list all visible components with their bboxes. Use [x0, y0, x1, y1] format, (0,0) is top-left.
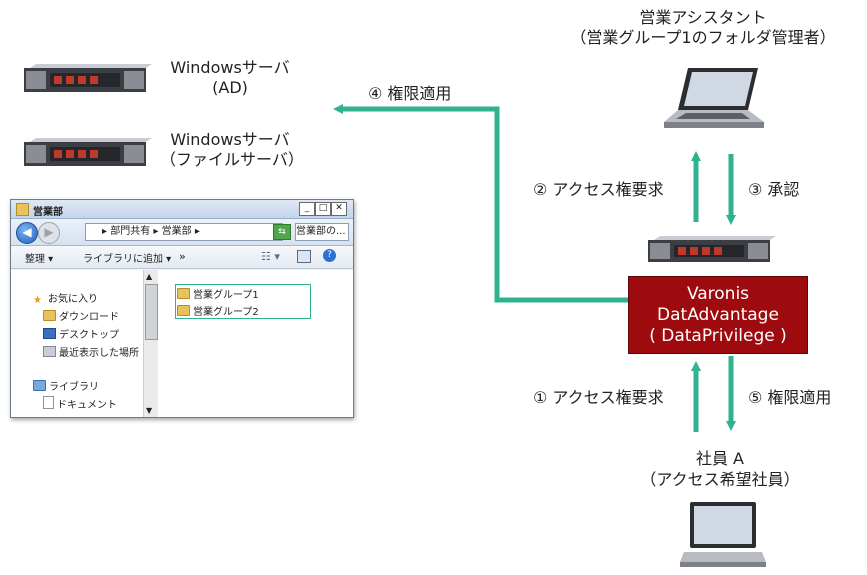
folder-icon — [16, 203, 29, 216]
employee-label: 社員 A （アクセス希望社員） — [600, 448, 840, 490]
file-server-icon — [24, 138, 152, 166]
address-path[interactable]: ▸ 部門共有 ▸ 営業部 ▸ — [85, 223, 283, 241]
explorer-title: 営業部 — [33, 207, 63, 218]
explorer-addressbar: ◀ ▶ ▸ 部門共有 ▸ 営業部 ▸ ⇆ 営業部の... — [11, 219, 353, 246]
scroll-thumb[interactable] — [145, 284, 158, 340]
explorer-titlebar: 営業部 _ □ ✕ — [11, 200, 353, 219]
step3-label: ③ 承認 — [748, 180, 800, 199]
employee-laptop-icon — [680, 502, 766, 567]
explorer-commandbar: 整理 ▾ ライブラリに追加 ▾ » ☷ ▾ ? — [11, 246, 353, 269]
employee-name: 社員 A — [695, 449, 745, 468]
folder-item[interactable]: 営業グループ2 — [177, 303, 259, 318]
view-icon[interactable]: ☷ ▾ — [261, 250, 280, 263]
organize-menu[interactable]: 整理 ▾ — [25, 254, 54, 265]
nav-scrollbar[interactable]: ▲ ▼ — [143, 270, 158, 417]
folder-item-label: 営業グループ2 — [193, 307, 259, 318]
file-server-role: （ファイルサーバ） — [160, 150, 304, 169]
path-sep-2: ▸ — [153, 226, 159, 237]
file-server-label: Windowsサーバ （ファイルサーバ） — [160, 130, 304, 170]
folder-item[interactable]: 営業グループ1 — [177, 286, 259, 301]
nav-recent-label: 最近表示した場所 — [59, 348, 139, 359]
step5-label: ⑤ 権限適用 — [748, 388, 832, 407]
star-icon: ★ — [33, 295, 42, 306]
scroll-down-arrow[interactable]: ▼ — [146, 406, 153, 415]
step1-label: ① アクセス権要求 — [533, 388, 664, 407]
path-root[interactable]: 部門共有 — [110, 226, 151, 237]
nav-libraries-label: ライブラリ — [49, 382, 99, 393]
downloads-folder-icon — [43, 310, 56, 321]
sales-assistant-title: 営業アシスタント — [639, 8, 767, 27]
ad-server-name: Windowsサーバ — [170, 58, 290, 77]
navigation-pane: ★ お気に入り ダウンロード デスクトップ 最近表示した場所 ライブラリ ドキュメ… — [11, 270, 144, 417]
step4-label: ④ 権限適用 — [368, 84, 452, 103]
ad-server-role: (AD) — [212, 78, 248, 97]
close-button[interactable]: ✕ — [331, 202, 347, 216]
explorer-body: ★ お気に入り ダウンロード デスクトップ 最近表示した場所 ライブラリ ドキュメ… — [11, 270, 353, 417]
step2-label: ② アクセス権要求 — [533, 180, 664, 199]
employee-role: （アクセス希望社員） — [640, 470, 800, 489]
sales-assistant-label: 営業アシスタント （営業グループ1のフォルダ管理者） — [548, 8, 858, 48]
libraries-icon — [33, 380, 46, 391]
varonis-name: Varonis — [686, 283, 750, 304]
refresh-button-icon[interactable]: ⇆ — [273, 224, 291, 240]
nav-desktop[interactable]: デスクトップ — [43, 326, 119, 341]
add-to-library-menu[interactable]: ライブラリに追加 ▾ — [83, 254, 172, 265]
search-input[interactable]: 営業部の... — [295, 223, 349, 241]
varonis-box: Varonis DatAdvantage ( DataPrivilege ) — [628, 276, 808, 354]
folder-selection — [175, 284, 311, 319]
nav-favorites-label: お気に入り — [48, 294, 98, 305]
maximize-button[interactable]: □ — [315, 202, 331, 216]
preview-pane-icon[interactable] — [297, 250, 311, 263]
nav-downloads[interactable]: ダウンロード — [43, 308, 119, 323]
nav-documents[interactable]: ドキュメント — [43, 396, 117, 411]
recent-places-icon — [43, 346, 56, 357]
document-icon — [43, 396, 54, 409]
scroll-up-arrow[interactable]: ▲ — [146, 272, 153, 281]
nav-documents-label: ドキュメント — [57, 400, 117, 411]
desktop-icon — [43, 328, 56, 339]
folder-item-label: 営業グループ1 — [193, 290, 259, 301]
nav-libraries[interactable]: ライブラリ — [33, 378, 99, 393]
varonis-module: ( DataPrivilege ) — [649, 325, 787, 346]
sales-assistant-role: （営業グループ1のフォルダ管理者） — [570, 28, 836, 47]
path-leaf[interactable]: 営業部 — [161, 226, 192, 237]
nav-recent[interactable]: 最近表示した場所 — [43, 344, 139, 359]
forward-button-icon[interactable]: ▶ — [38, 222, 60, 244]
ad-server-icon — [24, 64, 152, 92]
path-sep-1: ▸ — [102, 226, 108, 237]
more-commands[interactable]: » — [179, 250, 186, 263]
ad-server-label: Windowsサーバ (AD) — [160, 58, 300, 98]
add-to-library-label: ライブラリに追加 — [83, 254, 163, 265]
explorer-window: 営業部 _ □ ✕ ◀ ▶ ▸ 部門共有 ▸ 営業部 ▸ ⇆ 営業部の... 整… — [10, 199, 354, 418]
nav-downloads-label: ダウンロード — [59, 312, 119, 323]
dataprivilege-server-icon — [648, 236, 776, 262]
nav-favorites[interactable]: ★ お気に入り — [33, 290, 98, 306]
folder-icon — [177, 288, 190, 299]
help-icon[interactable]: ? — [323, 249, 336, 262]
path-sep-3: ▸ — [194, 226, 200, 237]
nav-desktop-label: デスクトップ — [59, 330, 119, 341]
varonis-product: DatAdvantage — [657, 304, 779, 325]
minimize-button[interactable]: _ — [299, 202, 315, 216]
file-server-name: Windowsサーバ — [170, 130, 290, 149]
organize-label: 整理 — [25, 254, 45, 265]
assistant-laptop-icon — [664, 68, 764, 128]
folder-icon — [177, 305, 190, 316]
back-button-icon[interactable]: ◀ — [16, 222, 38, 244]
arrow-step4 — [333, 104, 628, 303]
